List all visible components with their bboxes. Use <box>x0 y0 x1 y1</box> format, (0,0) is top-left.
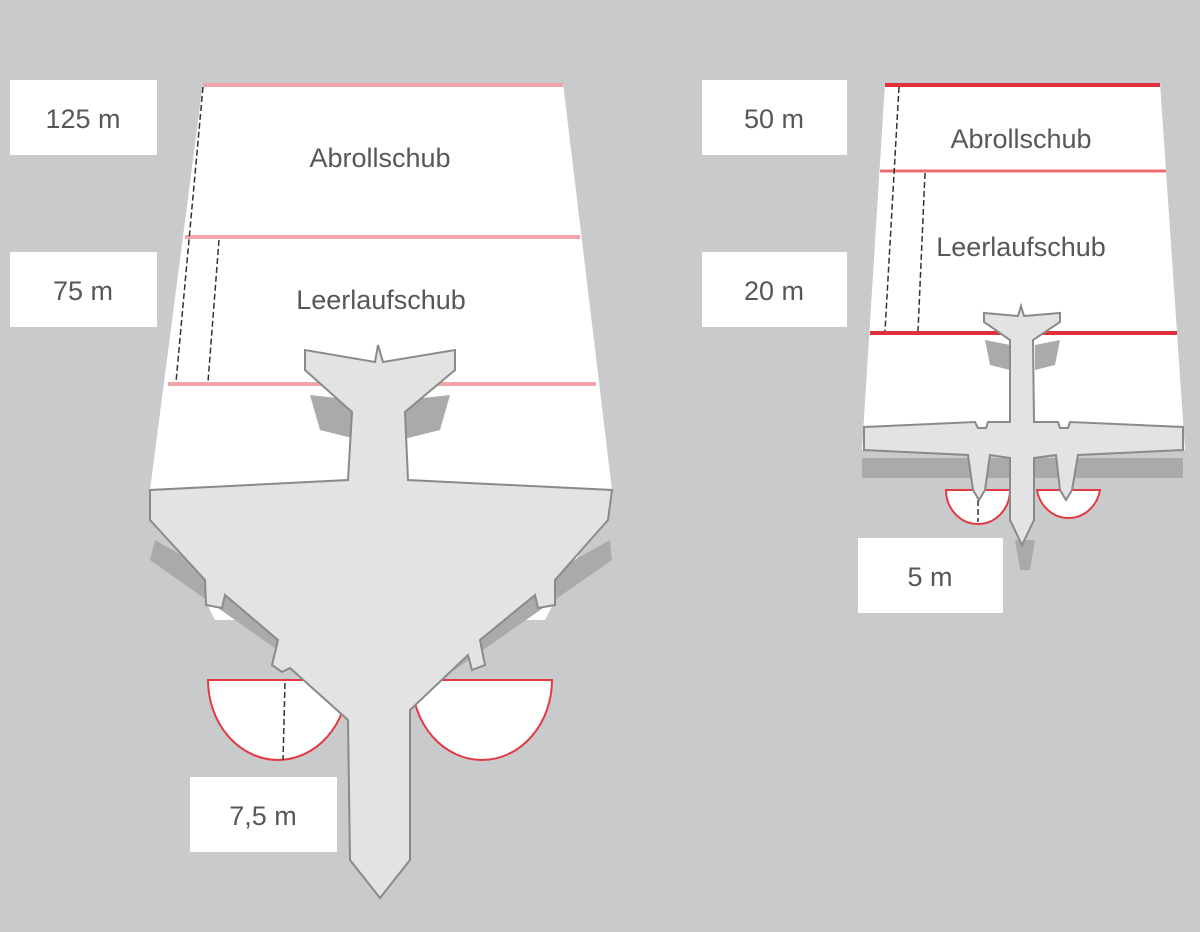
small-aircraft-icon <box>863 302 1184 548</box>
dimension-arrow-7-5m <box>282 682 286 761</box>
zone-label-leerlaufschub: Leerlaufschub <box>296 285 466 315</box>
engine-intake-zone-left <box>944 489 1012 525</box>
distance-box-7-5m <box>190 777 337 852</box>
engine-intake-zone-right <box>1035 489 1102 520</box>
distance-label-20m: 20 m <box>744 276 804 306</box>
large-aircraft-icon <box>149 344 614 900</box>
distance-label-75m: 75 m <box>53 276 113 306</box>
distance-box-5m <box>858 538 1003 613</box>
dimension-arrow-125m <box>175 86 204 383</box>
engine-intake-zone-right <box>410 679 554 761</box>
dimension-arrow-75m <box>207 239 220 383</box>
zone-label-leerlaufschub: Leerlaufschub <box>936 232 1106 262</box>
dimension-arrow-20m <box>917 172 926 332</box>
distance-label-50m: 50 m <box>744 104 804 134</box>
distance-label-125m: 125 m <box>45 104 120 134</box>
distance-box-20m <box>702 252 847 327</box>
zone-label-abrollschub: Abrollschub <box>309 143 450 173</box>
distance-box-125m <box>10 80 157 155</box>
distance-box-75m <box>10 252 157 327</box>
small-aircraft-diagram: Abrollschub Leerlaufschub 50 m 20 m 5 m <box>702 80 1185 613</box>
zone-label-abrollschub: Abrollschub <box>950 124 1091 154</box>
large-aircraft-diagram: Abrollschub Leerlaufschub 125 m 75 m 7,5… <box>10 80 614 900</box>
dimension-arrow-50m <box>884 86 900 332</box>
distance-label-7-5m: 7,5 m <box>229 801 297 831</box>
blast-zone-area <box>862 83 1185 450</box>
distance-box-50m <box>702 80 847 155</box>
distance-label-5m: 5 m <box>907 562 952 592</box>
